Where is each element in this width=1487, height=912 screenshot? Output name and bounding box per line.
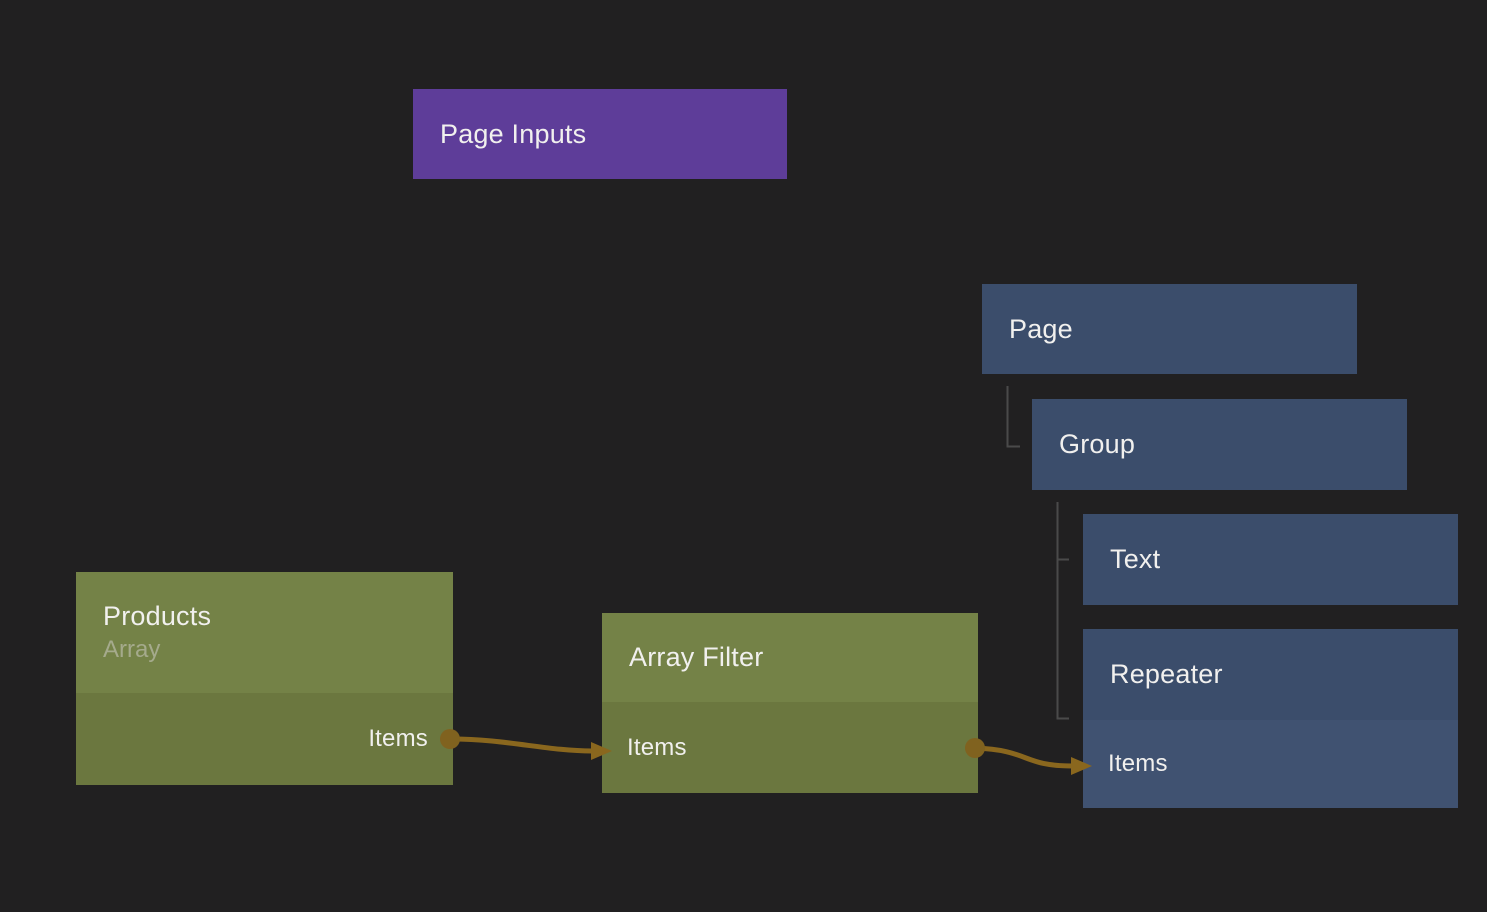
node-repeater-title: Repeater [1110,659,1223,689]
node-array-filter-title: Array Filter [629,642,764,672]
node-text-title: Text [1110,544,1161,574]
connection-array-filter-to-repeater[interactable] [965,738,1092,775]
node-array-filter-header: Array Filter [602,613,978,702]
products-items-port-label: Items [368,725,428,752]
array-filter-items-port[interactable]: Items [602,702,978,793]
repeater-items-port-label: Items [1108,750,1168,777]
node-array-filter[interactable]: Array Filter Items [602,613,978,793]
node-text[interactable]: Text [1083,514,1458,605]
node-page-inputs-header: Page Inputs [413,89,787,179]
array-filter-items-port-label: Items [627,733,687,761]
node-repeater[interactable]: Repeater Items [1083,629,1458,808]
products-items-output-port[interactable]: Items [76,693,453,785]
hierarchy-connector-group-repeater [1056,502,1069,720]
hierarchy-connector-page-group [1006,386,1020,448]
node-page-title: Page [1009,313,1073,344]
node-page-inputs-title: Page Inputs [440,118,587,149]
node-products-header: Products Array [76,572,453,693]
node-page-header: Page [982,284,1357,374]
node-products-type-label: Array [103,636,161,663]
connection-products-to-array-filter[interactable] [440,729,612,760]
connection-wire[interactable] [974,745,1073,769]
node-page[interactable]: Page [982,284,1357,374]
node-group-title: Group [1059,429,1136,459]
node-text-header: Text [1083,514,1458,605]
repeater-items-input-port[interactable]: Items [1083,720,1458,808]
node-page-inputs[interactable]: Page Inputs [413,89,787,179]
node-group-header: Group [1032,399,1407,490]
node-products[interactable]: Products Array Items [76,572,453,785]
node-repeater-header: Repeater [1083,629,1458,720]
node-group[interactable]: Group [1032,399,1407,490]
node-products-title: Products [103,601,212,631]
connection-wire[interactable] [451,736,593,754]
